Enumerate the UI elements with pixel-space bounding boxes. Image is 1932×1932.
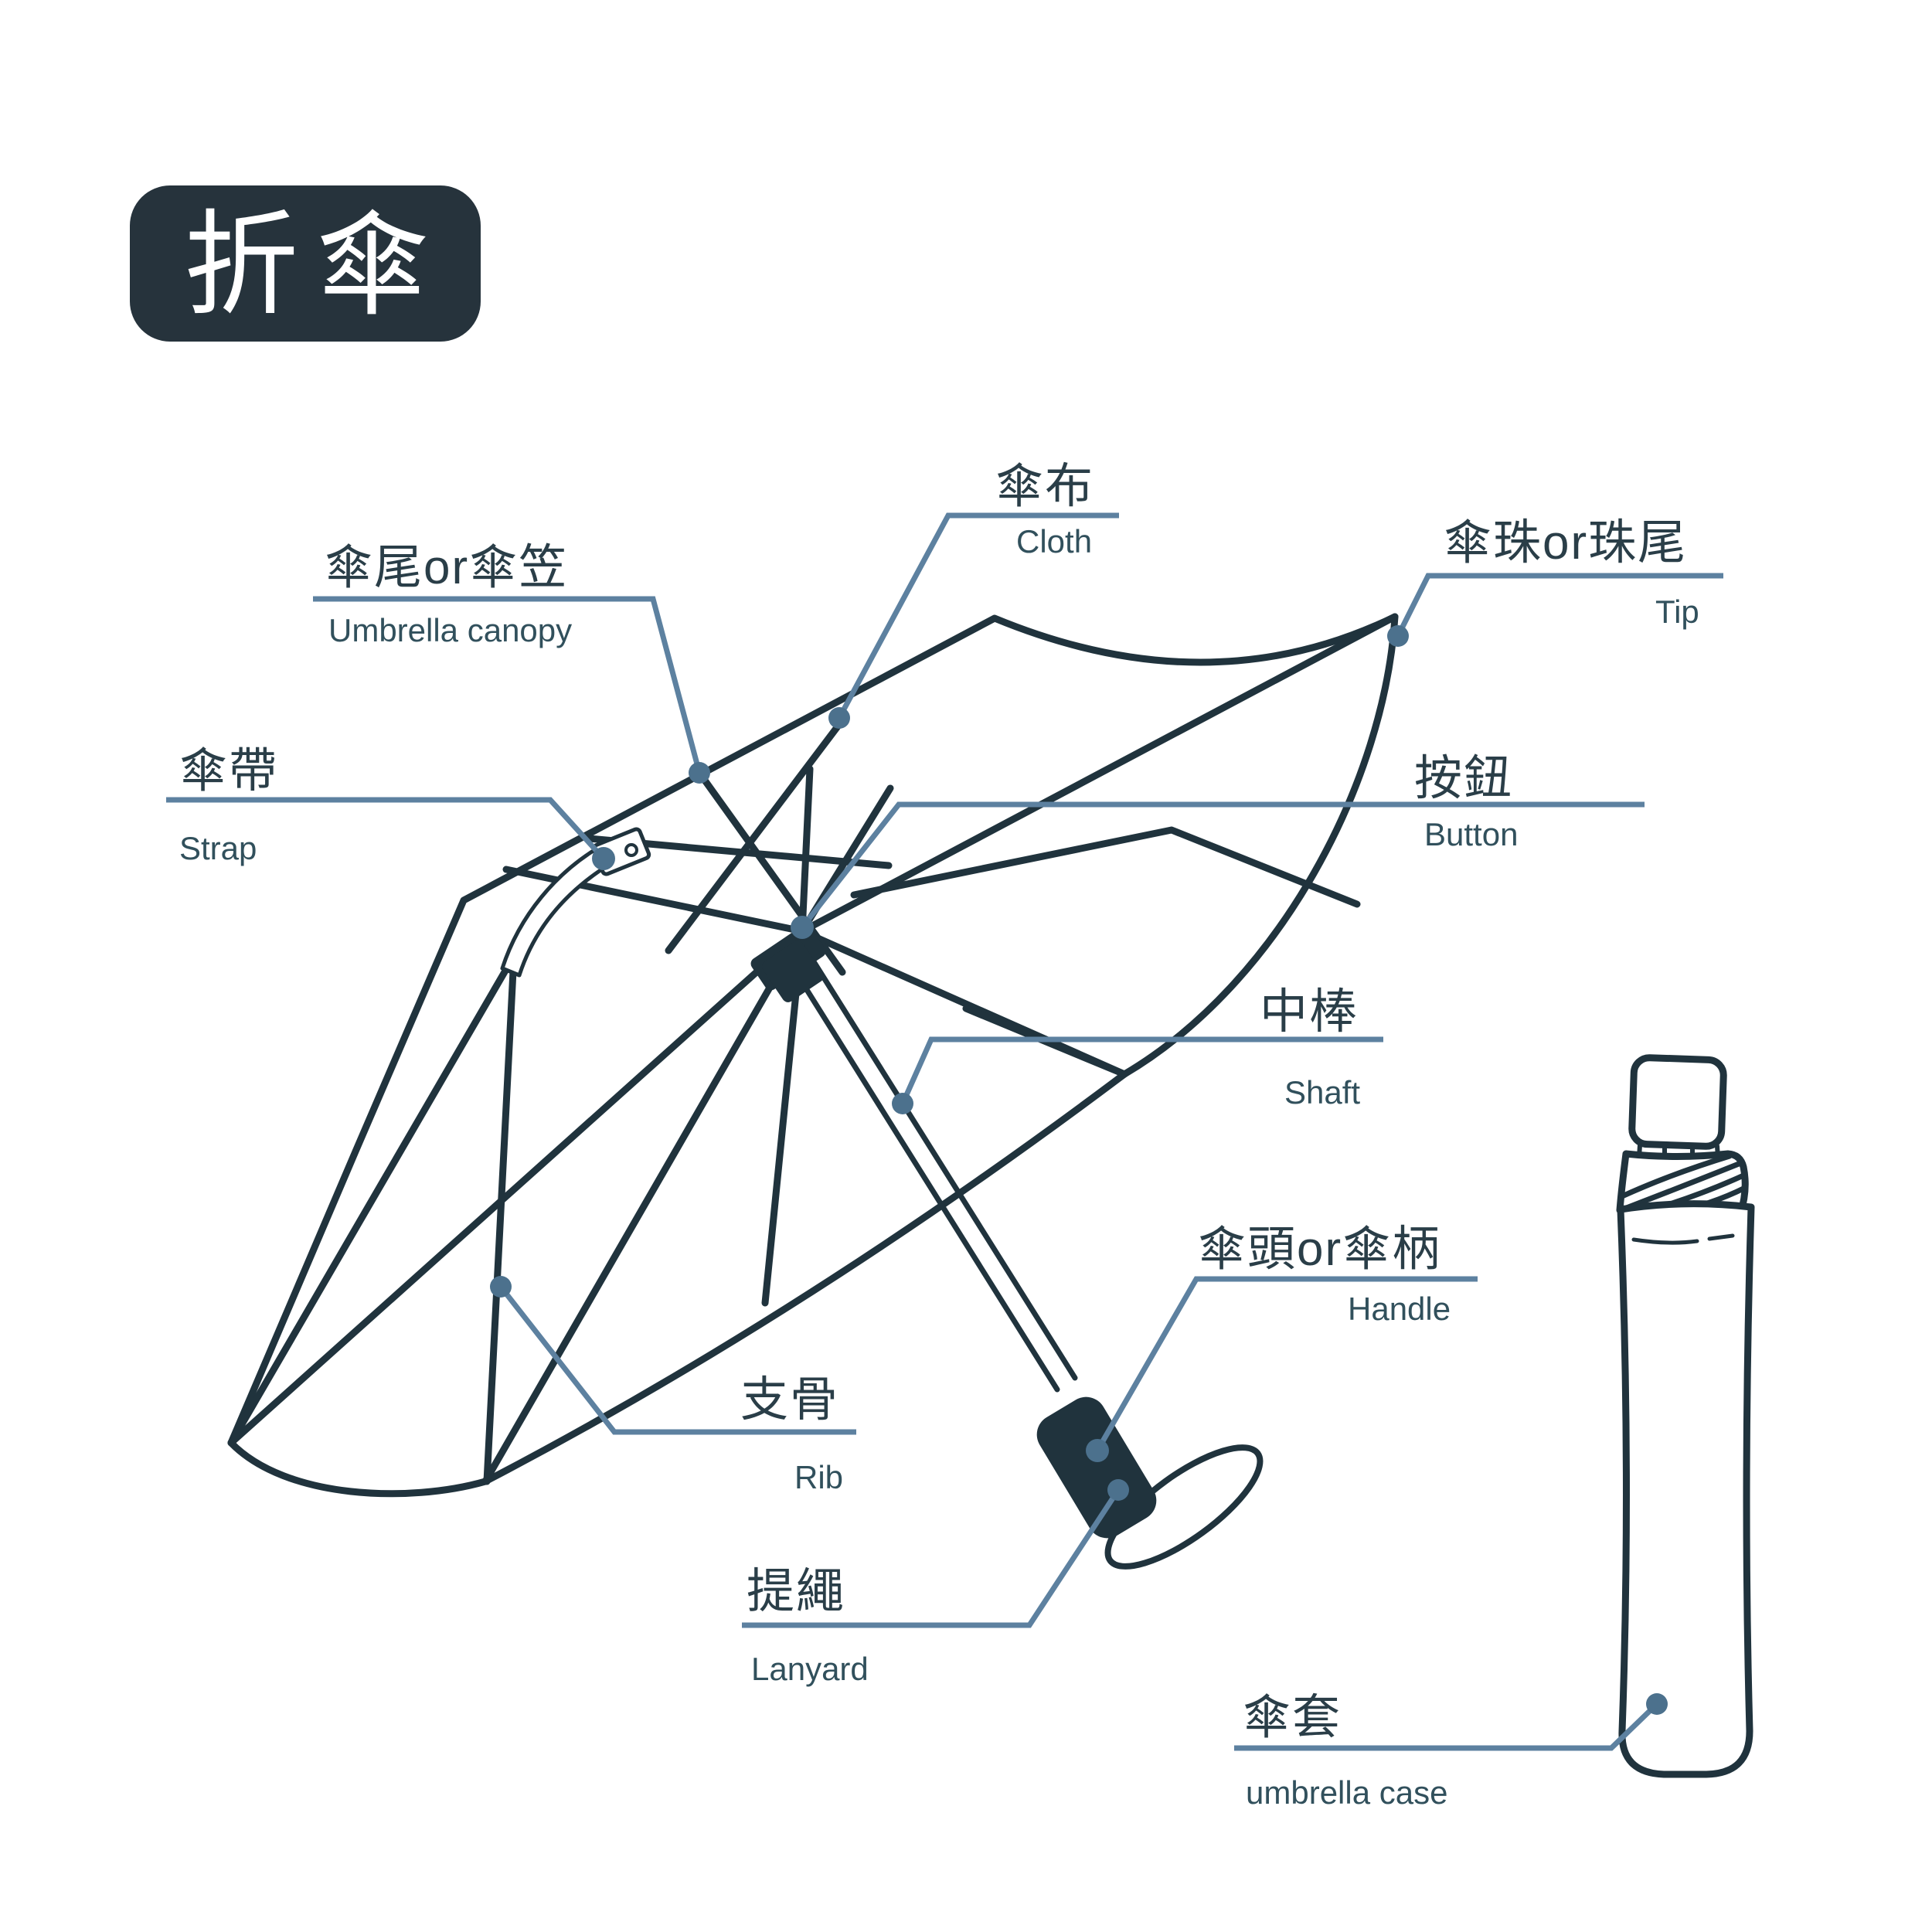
handle-anchor-dot [1086,1439,1109,1462]
folded-handle-cap [1628,1054,1727,1150]
lanyard-loop [1104,1444,1264,1570]
tip-label-zh: 傘珠or珠尾 [1444,516,1687,570]
title-badge: 折傘 [130,185,481,342]
shaft [790,954,1078,1393]
label-canopy: 傘尾or傘笠 Umbrella canopy [313,541,710,784]
handle-leader-line [1094,1276,1478,1452]
label-case: 傘套 umbrella case [1234,1691,1668,1811]
open-umbrella-illustration [227,613,1399,1570]
shaft-label-zh: 中棒 [1260,985,1359,1039]
strap-leader-line [166,797,606,861]
lanyard-leader-line [742,1488,1121,1628]
label-tip: 傘珠or珠尾 Tip [1387,516,1723,647]
cloth-label-zh: 傘布 [995,460,1094,513]
cloth-leader-line [836,512,1119,719]
page-title: 折傘 [184,202,447,329]
cloth-anchor-dot [828,707,850,729]
lanyard-anchor-dot [1107,1479,1129,1501]
title-badge-background [130,185,481,342]
case-stitch-line [1631,1233,1735,1245]
case-anchor-dot [1646,1693,1668,1715]
lanyard-label-en: Lanyard [751,1651,869,1687]
tip-anchor-dot [1387,625,1409,647]
label-rib: 支骨 Rib [490,1276,856,1495]
label-lanyard: 提繩 Lanyard [742,1479,1129,1687]
wrap-stripes [1619,1153,1748,1219]
strap-snap-hole [624,843,638,857]
canopy-label-en: Umbrella canopy [328,612,572,648]
handle-label-en: Handle [1348,1291,1451,1327]
button-housing [750,924,826,1002]
tip-label-en: Tip [1655,594,1699,630]
case-label-en: umbrella case [1246,1774,1447,1811]
button-anchor-dot [791,916,814,939]
button-label-en: Button [1424,816,1518,852]
button-label-zh: 按鈕 [1414,752,1513,805]
rib-anchor-dot [490,1276,512,1298]
label-cloth: 傘布 Cloth [828,460,1119,729]
label-button: 按鈕 Button [791,752,1645,939]
umbrella-case-body [1617,1200,1755,1778]
handle-block [1036,1396,1157,1539]
strap-band-shape [500,843,614,978]
shaft-label-en: Shaft [1284,1074,1360,1111]
case-label-zh: 傘套 [1243,1691,1342,1744]
canopy-label-zh: 傘尾or傘笠 [325,541,568,594]
label-shaft: 中棒 Shaft [892,985,1383,1114]
ribs [227,613,1399,1485]
strap-anchor-dot [592,847,615,870]
canopy-leader-line [313,596,702,774]
shaft-leader-line [900,1036,1383,1105]
tip-leader-line [1395,573,1723,638]
folded-neck-ticks [1637,1143,1720,1162]
canopy-anchor-dot [689,762,710,784]
folded-umbrella-illustration [1616,1054,1755,1778]
rib-label-en: Rib [794,1459,843,1495]
strap-label-zh: 傘帶 [179,744,278,798]
rib-label-zh: 支骨 [740,1373,839,1427]
label-strap: 傘帶 Strap [166,744,615,870]
label-handle: 傘頭or傘柄 Handle [1086,1223,1478,1462]
strap-label-en: Strap [179,830,257,866]
lanyard-label-zh: 提繩 [747,1565,845,1618]
rib-leader-line [498,1284,856,1435]
case-leader-line [1234,1702,1659,1751]
cloth-label-en: Cloth [1016,523,1092,560]
shaft-anchor-dot [892,1093,913,1114]
stretcher-cluster [502,716,894,976]
button-housing-lower [762,940,824,1002]
button-leader-line [800,801,1645,930]
canopy-outline [227,613,1399,1498]
canopy-fold-lines [227,826,1361,1485]
handle-label-zh: 傘頭or傘柄 [1198,1223,1441,1276]
